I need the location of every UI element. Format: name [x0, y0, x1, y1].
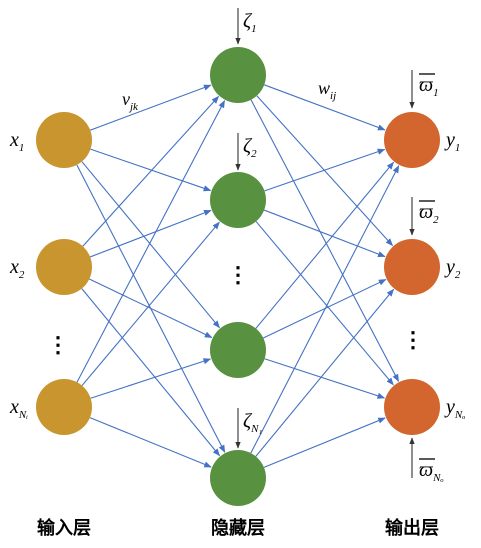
hidden-node-3 — [210, 322, 266, 378]
input-node-1 — [36, 112, 92, 168]
edge-input3-hidden4 — [89, 417, 212, 468]
output-label-1: y1 — [444, 129, 460, 154]
edge-input1-hidden2 — [90, 148, 212, 192]
output-node-2 — [384, 239, 440, 295]
input-label-2: x2 — [9, 256, 25, 281]
edge-hidden3-output3 — [264, 358, 386, 399]
hidden-bias-label-2: ζ2 — [243, 135, 257, 160]
edge-input3-hidden3 — [90, 358, 212, 399]
edge-hidden3-output1 — [255, 161, 394, 329]
edge-hidden4-output3 — [263, 417, 386, 468]
hidden-bias-label-4: ζN₁ — [243, 410, 262, 435]
hidden-bias-label-1: ζ1 — [243, 10, 257, 35]
input-layer-label: 输入层 — [37, 517, 91, 539]
node-labels: x1 x2 xNᵢ y1 y2 yNₒ ζ1 ζ2 ζN₁ ϖ1 ϖ2 ϖNₒ — [9, 10, 465, 484]
output-node-3 — [384, 379, 440, 435]
output-bias-label-3: ϖNₒ — [419, 459, 444, 484]
hidden-node-4 — [210, 450, 266, 506]
edge-input2-hidden4 — [81, 288, 221, 457]
output-node-1 — [384, 112, 440, 168]
hidden-node-2 — [210, 172, 266, 228]
connection-edges — [76, 84, 400, 468]
input-ellipsis: ⋮ — [47, 332, 69, 357]
edge-input2-hidden2 — [89, 209, 212, 258]
output-label-2: y2 — [444, 256, 461, 281]
edge-input2-hidden3 — [89, 278, 213, 339]
edge-hidden4-output2 — [255, 288, 395, 457]
edge-hidden2-output3 — [255, 221, 394, 386]
input-node-3 — [36, 379, 92, 435]
edge-input1-hidden3 — [81, 161, 220, 329]
edge-input2-hidden1 — [82, 95, 220, 247]
output-bias-label-1: ϖ1 — [419, 74, 439, 99]
output-ellipsis: ⋮ — [402, 327, 424, 352]
edge-hidden4-output1 — [250, 165, 400, 454]
output-label-3: yNₒ — [444, 396, 465, 421]
hidden-layer-label: 隐藏层 — [211, 518, 265, 539]
edge-input3-hidden2 — [81, 221, 220, 386]
edge-hidden2-output2 — [263, 209, 386, 258]
output-layer-label: 输出层 — [385, 517, 439, 539]
input-label-3: xNᵢ — [9, 396, 28, 421]
edge-input3-hidden1 — [76, 100, 226, 383]
input-label-1: x1 — [9, 129, 24, 154]
edge-hidden2-output1 — [264, 148, 386, 192]
hidden-ellipsis: ⋮ — [227, 262, 249, 287]
edge-input1-hidden1 — [90, 84, 212, 131]
edge-hidden1-output1 — [264, 84, 386, 131]
hidden-node-1 — [210, 47, 266, 103]
bias-arrows — [235, 8, 415, 478]
edge-hidden1-output3 — [250, 99, 400, 382]
weight-label-w: wij — [318, 78, 336, 102]
weight-label-v: vjk — [122, 89, 139, 113]
output-bias-label-2: ϖ2 — [419, 201, 439, 226]
neuron-nodes — [36, 47, 440, 506]
input-node-2 — [36, 239, 92, 295]
